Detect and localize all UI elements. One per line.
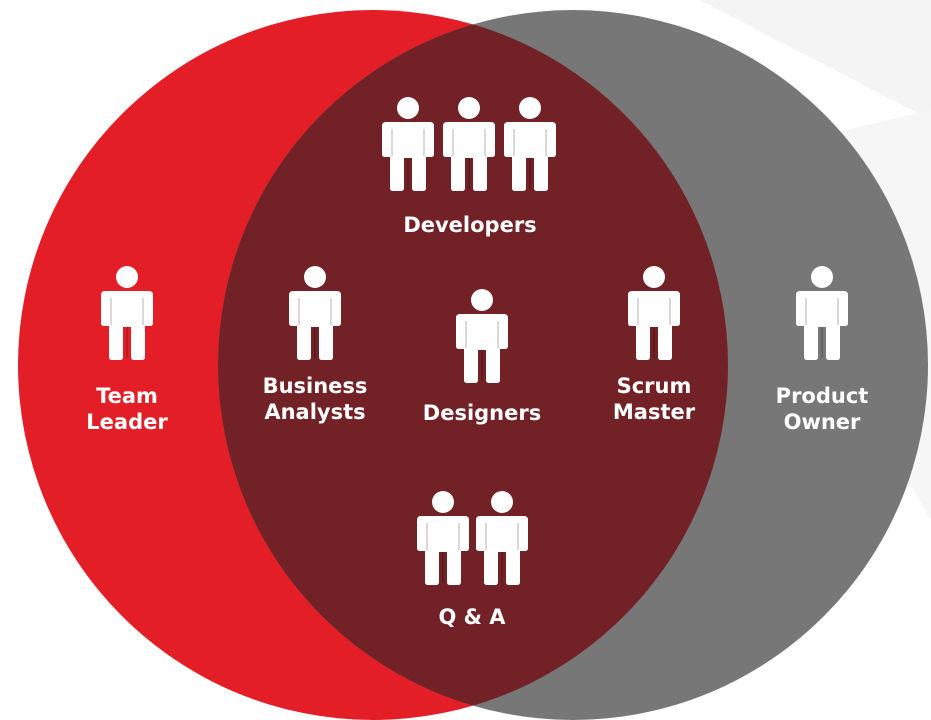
product-owner-person-icon: [795, 265, 849, 361]
product-owner-label: Product Owner: [755, 383, 889, 435]
team-leader-person-icon: [100, 265, 154, 361]
business-analysts-label: Business Analysts: [245, 373, 385, 425]
scrum-master-label: Scrum Master: [594, 373, 714, 425]
designers-label: Designers: [422, 401, 542, 425]
team-leader-label-line-2: Leader: [86, 410, 168, 434]
developers-label: Developers: [403, 213, 537, 237]
business-analysts-label-line-1: Business: [262, 374, 368, 398]
scrum-master-label-line-1: Scrum: [616, 374, 692, 398]
scrum-master-person-icon: [627, 265, 681, 361]
team-leader-label: Team Leader: [60, 383, 194, 435]
qa-label: Q & A: [438, 605, 506, 629]
qa-person-icon-1: [416, 490, 470, 586]
designers-person-icon: [455, 288, 509, 384]
product-owner-label-line-2: Owner: [783, 410, 861, 434]
developers-person-icon-2: [442, 96, 496, 192]
developers-person-icon-1: [381, 96, 435, 192]
product-owner-label-line-1: Product: [775, 384, 869, 408]
scrum-master-label-line-2: Master: [612, 400, 696, 424]
business-analysts-person-icon: [288, 265, 342, 361]
qa-person-icon-2: [475, 490, 529, 586]
team-leader-label-line-1: Team: [96, 384, 158, 408]
business-analysts-label-line-2: Analysts: [264, 400, 366, 424]
developers-person-icon-3: [503, 96, 557, 192]
